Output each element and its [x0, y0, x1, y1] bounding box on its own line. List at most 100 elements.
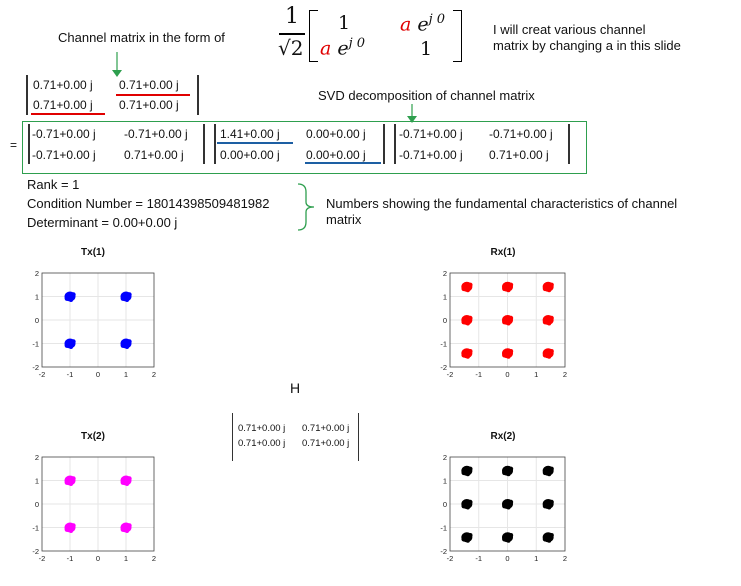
y-tick-label: -1 — [32, 524, 39, 533]
underline-s-22 — [305, 162, 381, 164]
s-cell-21: 0.00+0.00 j — [220, 148, 280, 162]
underline-cell-12 — [116, 94, 190, 96]
x-tick-label: -2 — [447, 554, 454, 563]
matrix-cell-22: 0.71+0.00 j — [119, 98, 179, 112]
y-tick-label: 2 — [443, 453, 447, 462]
formula-a-bottom: a — [320, 37, 332, 60]
x-tick-label: 0 — [96, 554, 100, 563]
x-tick-label: -2 — [39, 554, 46, 563]
u-left-bar — [28, 124, 30, 164]
x-tick-label: -1 — [475, 370, 482, 379]
v-cell-11: -0.71+0.00 j — [399, 127, 463, 141]
constellation-point — [461, 532, 473, 543]
y-tick-label: 1 — [35, 293, 39, 302]
y-tick-label: 0 — [35, 316, 39, 325]
x-tick-label: -2 — [39, 370, 46, 379]
constellation-point — [64, 522, 76, 533]
formula-a-top: a — [400, 13, 412, 36]
arrow-to-matrix-icon — [112, 52, 122, 77]
formula-numerator: 1 — [285, 4, 299, 29]
y-tick-label: 0 — [35, 500, 39, 509]
constellation-point — [120, 522, 132, 533]
constellation-point — [542, 465, 554, 477]
formula-one-top: 1 — [338, 12, 351, 34]
matrix-cell-21: 0.71+0.00 j — [33, 98, 93, 112]
determinant-text: Determinant = 0.00+0.00 j — [27, 215, 178, 230]
constellation-point — [461, 499, 473, 510]
curly-brace-icon — [297, 183, 315, 231]
s-cell-12: 0.00+0.00 j — [306, 127, 366, 141]
x-tick-label: 1 — [124, 554, 128, 563]
constellation-point — [64, 475, 76, 486]
rank-text: Rank = 1 — [27, 177, 80, 192]
y-tick-label: 0 — [443, 316, 447, 325]
arrow-to-svd-icon — [407, 104, 417, 123]
svd-box — [22, 121, 587, 174]
x-tick-label: 2 — [563, 370, 567, 379]
v-left-bar — [394, 124, 396, 164]
y-tick-label: -1 — [32, 340, 39, 349]
constellation-point — [502, 348, 514, 359]
v-cell-12: -0.71+0.00 j — [489, 127, 553, 141]
x-tick-label: 0 — [505, 370, 509, 379]
y-tick-label: -2 — [32, 363, 39, 372]
constellation-point — [120, 338, 132, 349]
constellation-point — [120, 291, 132, 302]
x-tick-label: 1 — [534, 554, 538, 563]
constellation-point — [542, 315, 554, 326]
constellation-point — [542, 532, 554, 543]
constellation-point — [502, 315, 514, 326]
slide-note-line1: I will creat various channel — [493, 22, 646, 37]
y-tick-label: 0 — [443, 500, 447, 509]
condition-number-text: Condition Number = 18014398509481982 — [27, 196, 270, 211]
rx1-title: Rx(1) — [490, 247, 516, 258]
s-right-bar — [383, 124, 385, 164]
h-cell-21: 0.71+0.00 j — [238, 438, 286, 449]
constellation-point — [461, 281, 473, 293]
constellation-point — [461, 348, 473, 359]
x-tick-label: -2 — [447, 370, 454, 379]
y-tick-label: -2 — [440, 363, 447, 372]
h-cell-11: 0.71+0.00 j — [238, 423, 286, 434]
x-tick-label: 0 — [96, 370, 100, 379]
formula-denominator: √2 — [278, 36, 304, 60]
underline-cell-21 — [31, 113, 105, 115]
v-cell-22: 0.71+0.00 j — [489, 148, 549, 162]
fundamental-note-line2: matrix — [326, 212, 362, 227]
channel-form-annotation: Channel matrix in the form of — [58, 30, 225, 45]
y-tick-label: -2 — [440, 547, 447, 556]
constellation-point — [120, 475, 132, 486]
x-tick-label: 1 — [124, 370, 128, 379]
u-cell-11: -0.71+0.00 j — [32, 127, 96, 141]
y-tick-label: -1 — [440, 524, 447, 533]
constellation-point — [542, 499, 554, 510]
y-tick-label: 1 — [35, 477, 39, 486]
u-cell-21: -0.71+0.00 j — [32, 148, 96, 162]
tx2-title: Tx(2) — [81, 431, 105, 442]
matrix-left-bar — [26, 75, 28, 115]
x-tick-label: 0 — [505, 554, 509, 563]
y-tick-label: 2 — [35, 453, 39, 462]
h-right-bar — [358, 413, 359, 461]
h-left-bar — [232, 413, 233, 461]
s-cell-22: 0.00+0.00 j — [306, 148, 366, 162]
constellation-point — [542, 281, 554, 293]
formula-left-bracket — [309, 10, 318, 62]
s-left-bar — [214, 124, 216, 164]
matrix-cell-11: 0.71+0.00 j — [33, 78, 93, 92]
s-cell-11: 1.41+0.00 j — [220, 127, 280, 141]
constellation-point — [502, 532, 514, 543]
fraction-bar — [279, 33, 305, 35]
y-tick-label: -1 — [440, 340, 447, 349]
matrix-cell-12: 0.71+0.00 j — [119, 78, 179, 92]
h-cell-12: 0.71+0.00 j — [302, 423, 350, 434]
x-tick-label: -1 — [475, 554, 482, 563]
formula-sup-top: j 0 — [428, 12, 446, 27]
x-tick-label: 1 — [534, 370, 538, 379]
constellation-point — [502, 281, 514, 293]
slide-note-line2: matrix by changing a in this slide — [493, 38, 681, 53]
y-tick-label: 1 — [443, 477, 447, 486]
